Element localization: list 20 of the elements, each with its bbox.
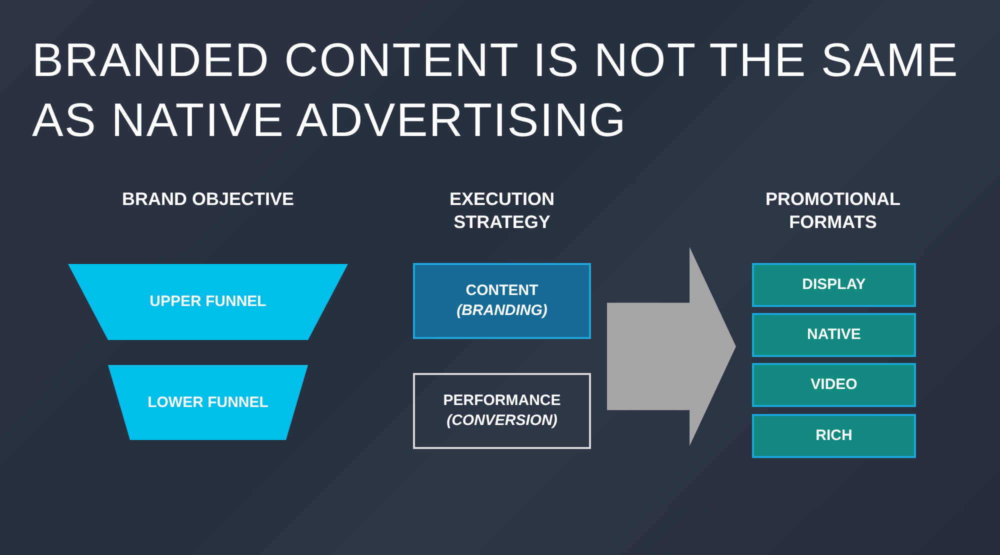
format-box [752, 414, 916, 458]
funnel-segment [108, 365, 308, 440]
node-text: LOWER FUNNEL [148, 392, 268, 412]
column-heading: BRAND OBJECTIVE [120, 188, 296, 211]
node-text: PERFORMANCE (CONVERSION) [442, 391, 562, 431]
title: BRANDED CONTENT IS NOT THE SAME AS NATIVE ADVERTISING [32, 32, 960, 148]
column-heading: EXECUTION STRATEGY [448, 188, 556, 234]
node-text: CONTENT (BRANDING) [456, 281, 548, 321]
node-text: RICH [816, 426, 852, 446]
node-text: DISPLAY [802, 275, 866, 295]
format-box [752, 313, 916, 357]
node-text: VIDEO [810, 375, 858, 395]
format-box [752, 263, 916, 307]
strategy-box [413, 373, 591, 449]
funnel-segment [68, 264, 348, 340]
node-text: UPPER FUNNEL [150, 292, 266, 312]
strategy-box [413, 263, 591, 339]
column-heading: PROMOTIONAL FORMATS [764, 188, 902, 234]
format-box [752, 363, 916, 407]
node-text: NATIVE [807, 325, 861, 345]
